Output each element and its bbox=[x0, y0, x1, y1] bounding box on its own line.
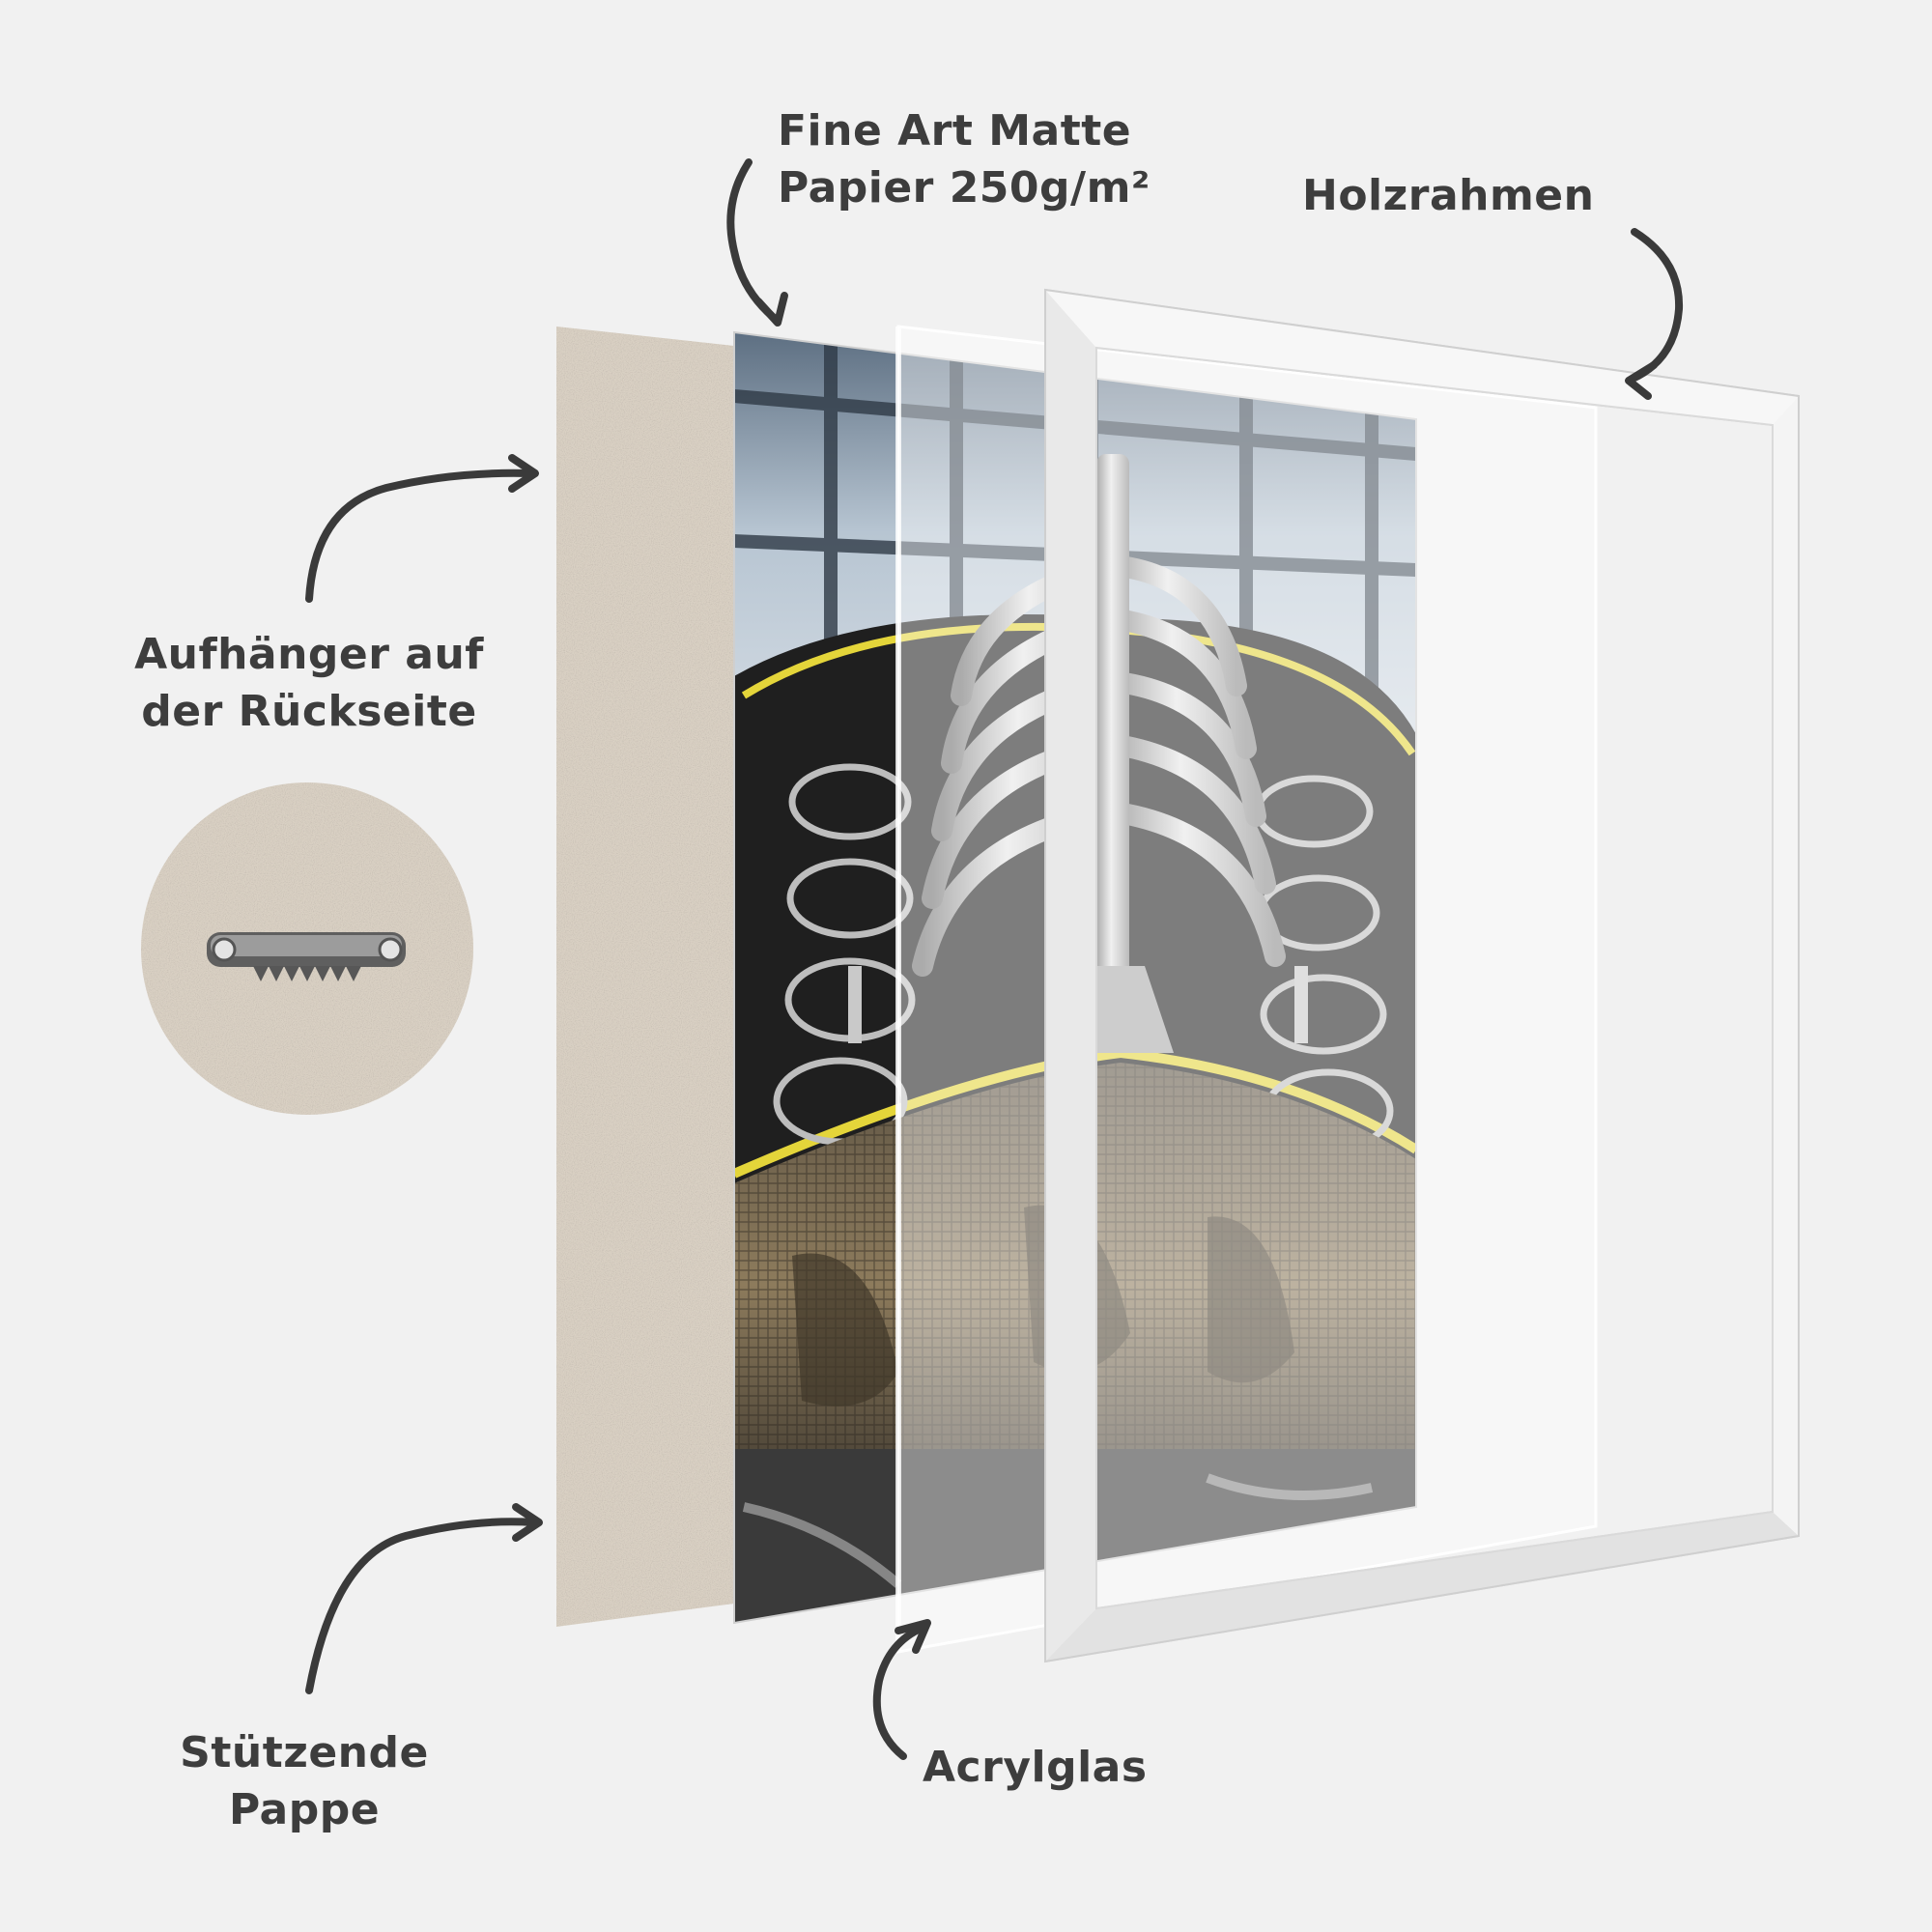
arrow-backing-icon bbox=[305, 1503, 543, 1694]
arrow-paper-icon bbox=[726, 158, 788, 327]
label-cardboard-backing-line-1: Stützende bbox=[180, 1728, 429, 1777]
arrow-frame-icon bbox=[1625, 228, 1684, 400]
cardboard-backing bbox=[556, 327, 734, 1627]
label-hanger-line-2: der Rückseite bbox=[141, 687, 477, 737]
label-wooden-frame-text: Holzrahmen bbox=[1302, 171, 1595, 220]
label-hanger-line-1: Aufhänger auf bbox=[134, 630, 484, 679]
sawtooth-hanger-icon bbox=[207, 932, 406, 981]
label-fine-art-paper-line-1: Fine Art Matte bbox=[778, 106, 1132, 156]
label-wooden-frame: Holzrahmen bbox=[1302, 167, 1594, 224]
label-cardboard-backing-line-2: Pappe bbox=[228, 1785, 381, 1835]
label-cardboard-backing: Stützende Pappe bbox=[145, 1724, 464, 1839]
hanger-detail bbox=[141, 782, 473, 1115]
label-acrylic-glass-text: Acrylglas bbox=[923, 1743, 1148, 1792]
curved-arrows bbox=[305, 158, 1684, 1760]
acrylic-glass-sheet bbox=[895, 325, 1598, 1654]
arrow-hanger-icon bbox=[305, 454, 539, 603]
label-acrylic-glass: Acrylglas bbox=[923, 1739, 1148, 1796]
label-hanger: Aufhänger auf der Rückseite bbox=[116, 626, 502, 741]
arrow-acrylic-icon bbox=[872, 1619, 931, 1760]
wooden-frame bbox=[1044, 288, 1800, 1663]
label-fine-art-paper-line-2: Papier 250g/m² bbox=[778, 163, 1151, 213]
label-fine-art-paper: Fine Art Matte Papier 250g/m² bbox=[778, 102, 1151, 217]
